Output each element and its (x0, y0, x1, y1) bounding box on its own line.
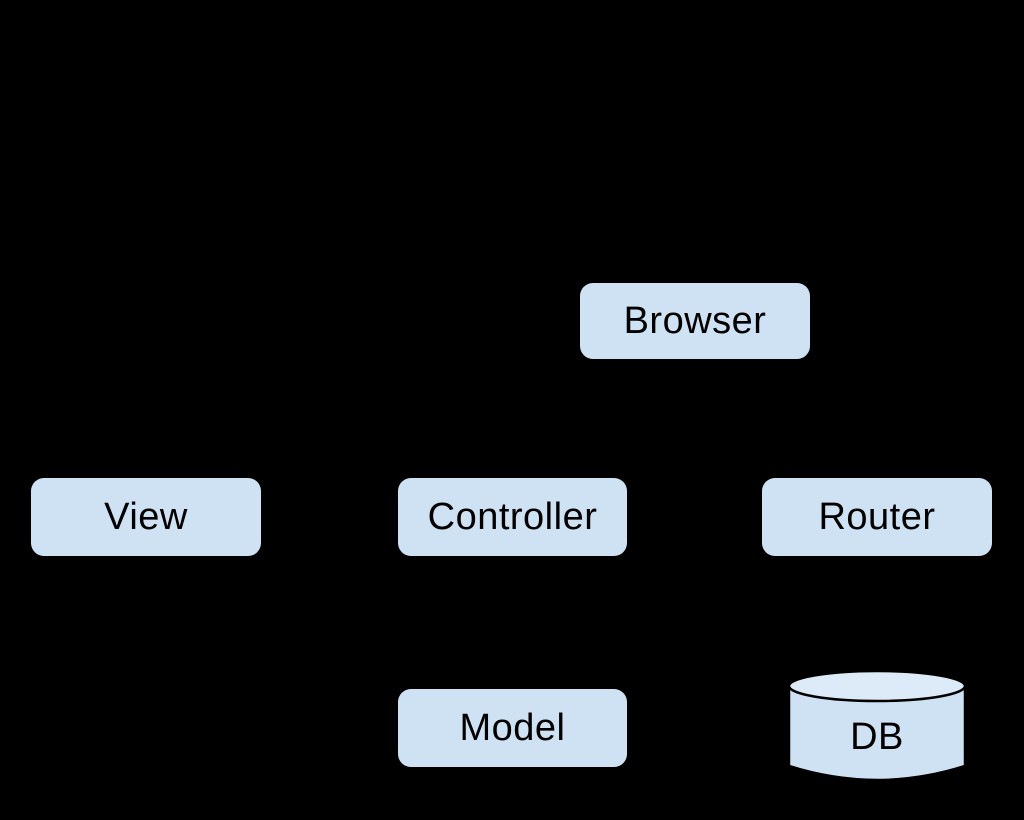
node-db-label: DB (850, 716, 904, 758)
node-view: View (31, 478, 261, 556)
node-controller: Controller (398, 478, 627, 556)
node-model-label: Model (459, 706, 566, 749)
node-router-label: Router (818, 495, 936, 538)
node-controller-label: Controller (427, 495, 598, 538)
node-model: Model (398, 689, 627, 767)
db-cylinder-body (787, 684, 967, 782)
node-browser: Browser (580, 283, 810, 359)
db-cylinder-top (787, 669, 967, 703)
node-router: Router (762, 478, 992, 556)
node-browser-label: Browser (623, 299, 767, 342)
db-cylinder-icon (787, 669, 967, 782)
node-db: DB (787, 669, 967, 784)
node-view-label: View (104, 495, 188, 538)
